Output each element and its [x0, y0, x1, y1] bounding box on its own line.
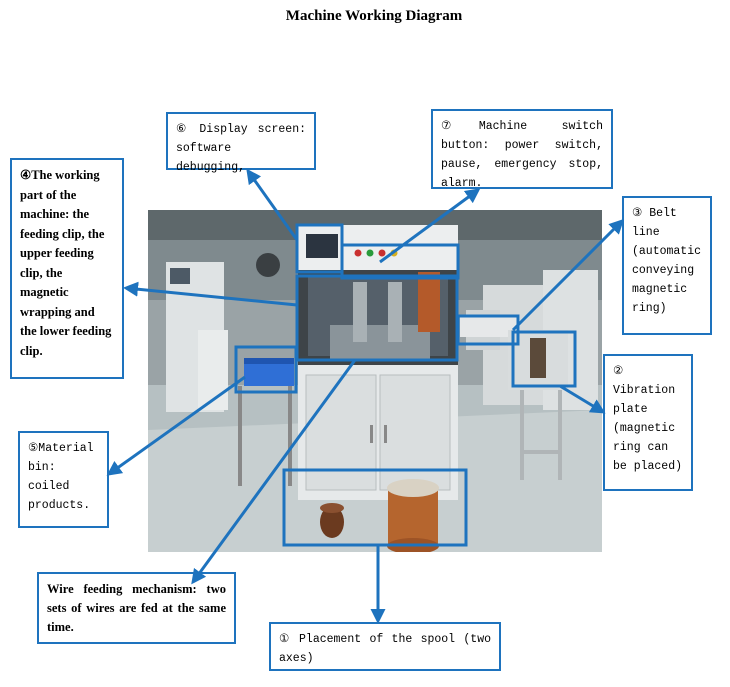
machine-photo — [148, 210, 602, 552]
callout-working-part-text: ④The working part of the machine: the fe… — [20, 168, 112, 358]
callout-wire-feeding: Wire feeding mechanism: two sets of wire… — [37, 572, 236, 644]
callout-material-bin-text: ⑤Material bin: coiled products. — [28, 442, 94, 512]
callout-belt-line: ③ Belt line (automatic conveying magneti… — [622, 196, 712, 335]
callout-vibration-plate: ② Vibration plate (magnetic ring can be … — [603, 354, 693, 491]
callout-belt-line-text: ③ Belt line (automatic conveying magneti… — [632, 207, 702, 315]
callout-spool: ① Placement of the spool (two axes) — [269, 622, 501, 671]
callout-switch-button-text: ⑦Machine switch button: power switch, pa… — [441, 120, 603, 190]
callout-vibration-plate-text: ② Vibration plate (magnetic ring can be … — [613, 365, 683, 473]
diagram-title: Machine Working Diagram — [285, 8, 463, 24]
callout-material-bin: ⑤Material bin: coiled products. — [18, 431, 109, 528]
callout-wire-feeding-text: Wire feeding mechanism: two sets of wire… — [47, 582, 226, 634]
callout-spool-text: ① Placement of the spool (two axes) — [279, 633, 491, 665]
callout-switch-button: ⑦Machine switch button: power switch, pa… — [431, 109, 613, 190]
callout-display-screen: ⑥ Display screen: software debugging, — [166, 112, 316, 174]
callout-working-part: ④The working part of the machine: the fe… — [10, 158, 124, 379]
callout-display-screen-text: ⑥ Display screen: software debugging, — [176, 123, 306, 174]
